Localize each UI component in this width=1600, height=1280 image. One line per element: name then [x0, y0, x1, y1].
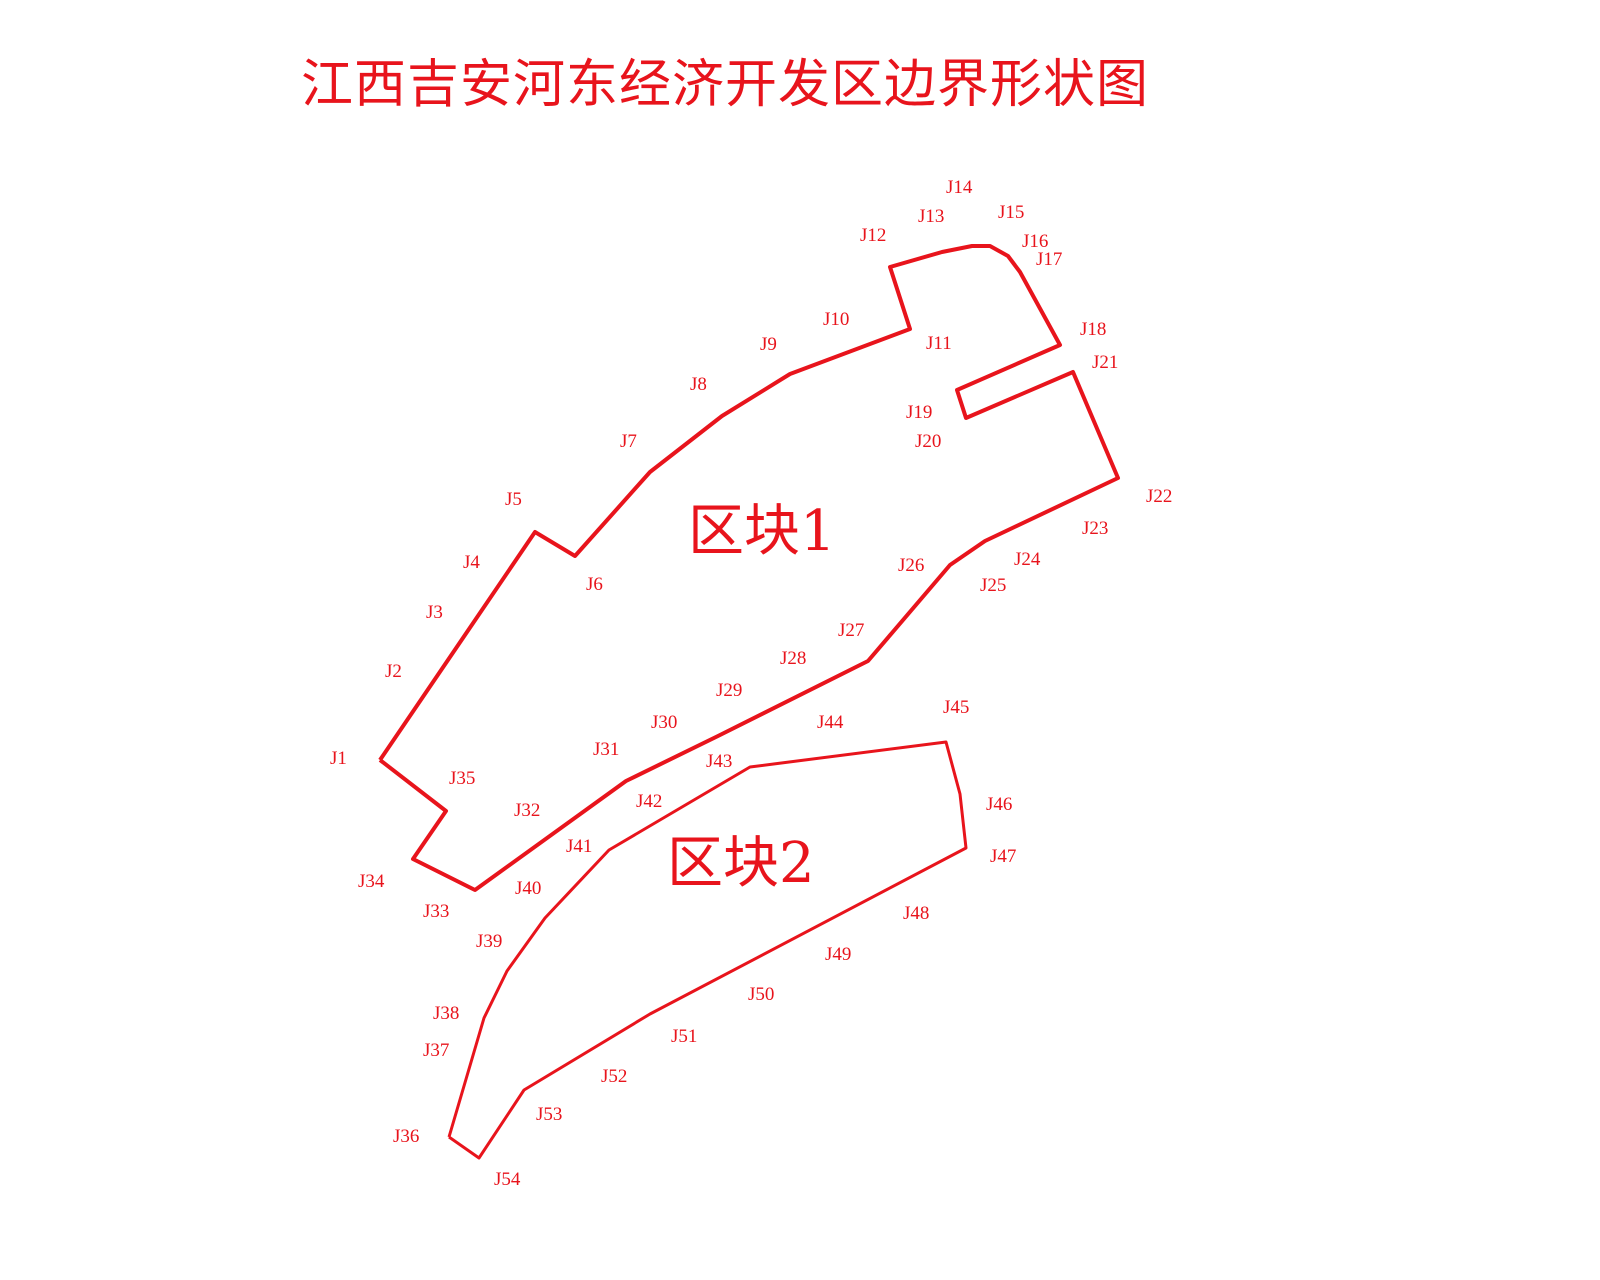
- point-label-j21: J21: [1092, 352, 1118, 373]
- point-label-j8: J8: [690, 374, 707, 395]
- point-label-j36: J36: [393, 1126, 419, 1147]
- point-label-j13: J13: [918, 206, 944, 227]
- block-1-label: 区块1: [688, 499, 836, 564]
- point-label-j39: J39: [476, 931, 502, 952]
- point-label-j51: J51: [671, 1026, 697, 1047]
- point-label-j54: J54: [494, 1169, 521, 1190]
- point-label-j17: J17: [1036, 249, 1062, 270]
- point-label-j9: J9: [760, 334, 777, 355]
- point-label-j52: J52: [601, 1066, 627, 1087]
- point-label-j5: J5: [505, 489, 522, 510]
- point-label-j7: J7: [620, 431, 637, 452]
- point-label-j11: J11: [926, 333, 952, 354]
- point-label-j4: J4: [463, 552, 480, 573]
- point-label-j27: J27: [838, 620, 864, 641]
- point-label-j50: J50: [748, 984, 774, 1005]
- point-label-j46: J46: [986, 794, 1012, 815]
- point-label-j33: J33: [423, 901, 449, 922]
- point-label-j41: J41: [566, 836, 592, 857]
- point-label-j32: J32: [514, 800, 540, 821]
- point-label-j29: J29: [716, 680, 742, 701]
- point-label-j14: J14: [946, 177, 973, 198]
- point-label-j53: J53: [536, 1104, 562, 1125]
- point-label-j10: J10: [823, 309, 849, 330]
- point-label-j38: J38: [433, 1003, 459, 1024]
- point-label-j25: J25: [980, 575, 1006, 596]
- point-label-j35: J35: [449, 768, 475, 789]
- point-label-j23: J23: [1082, 518, 1108, 539]
- point-label-j24: J24: [1014, 549, 1041, 570]
- point-label-j1: J1: [330, 748, 347, 769]
- block-1-boundary: [378, 244, 1120, 892]
- point-label-j16: J16: [1022, 231, 1048, 252]
- point-label-j28: J28: [780, 648, 806, 669]
- point-label-j31: J31: [593, 739, 619, 760]
- point-label-j43: J43: [706, 751, 732, 772]
- point-label-j47: J47: [990, 846, 1016, 867]
- map-title: 江西吉安河东经济开发区边界形状图: [300, 55, 1149, 115]
- point-labels: J1J2J3J4J5J6J7J8J9J10J11J12J13J14J15J16J…: [330, 177, 1172, 1190]
- point-label-j30: J30: [651, 712, 677, 733]
- point-label-j48: J48: [903, 903, 929, 924]
- point-label-j34: J34: [358, 871, 385, 892]
- point-label-j3: J3: [426, 602, 443, 623]
- point-label-j12: J12: [860, 225, 886, 246]
- point-label-j22: J22: [1146, 486, 1172, 507]
- block-2-label: 区块2: [667, 831, 815, 896]
- point-label-j45: J45: [943, 697, 969, 718]
- point-label-j40: J40: [515, 878, 541, 899]
- point-label-j2: J2: [385, 661, 402, 682]
- point-label-j26: J26: [898, 555, 924, 576]
- point-label-j6: J6: [586, 574, 603, 595]
- point-label-j20: J20: [915, 431, 941, 452]
- point-label-j19: J19: [906, 402, 932, 423]
- point-label-j49: J49: [825, 944, 851, 965]
- point-label-j18: J18: [1080, 319, 1106, 340]
- point-label-j15: J15: [998, 202, 1024, 223]
- block-2-boundary: [447, 740, 968, 1160]
- point-label-j37: J37: [423, 1040, 449, 1061]
- point-label-j44: J44: [817, 712, 844, 733]
- point-label-j42: J42: [636, 791, 662, 812]
